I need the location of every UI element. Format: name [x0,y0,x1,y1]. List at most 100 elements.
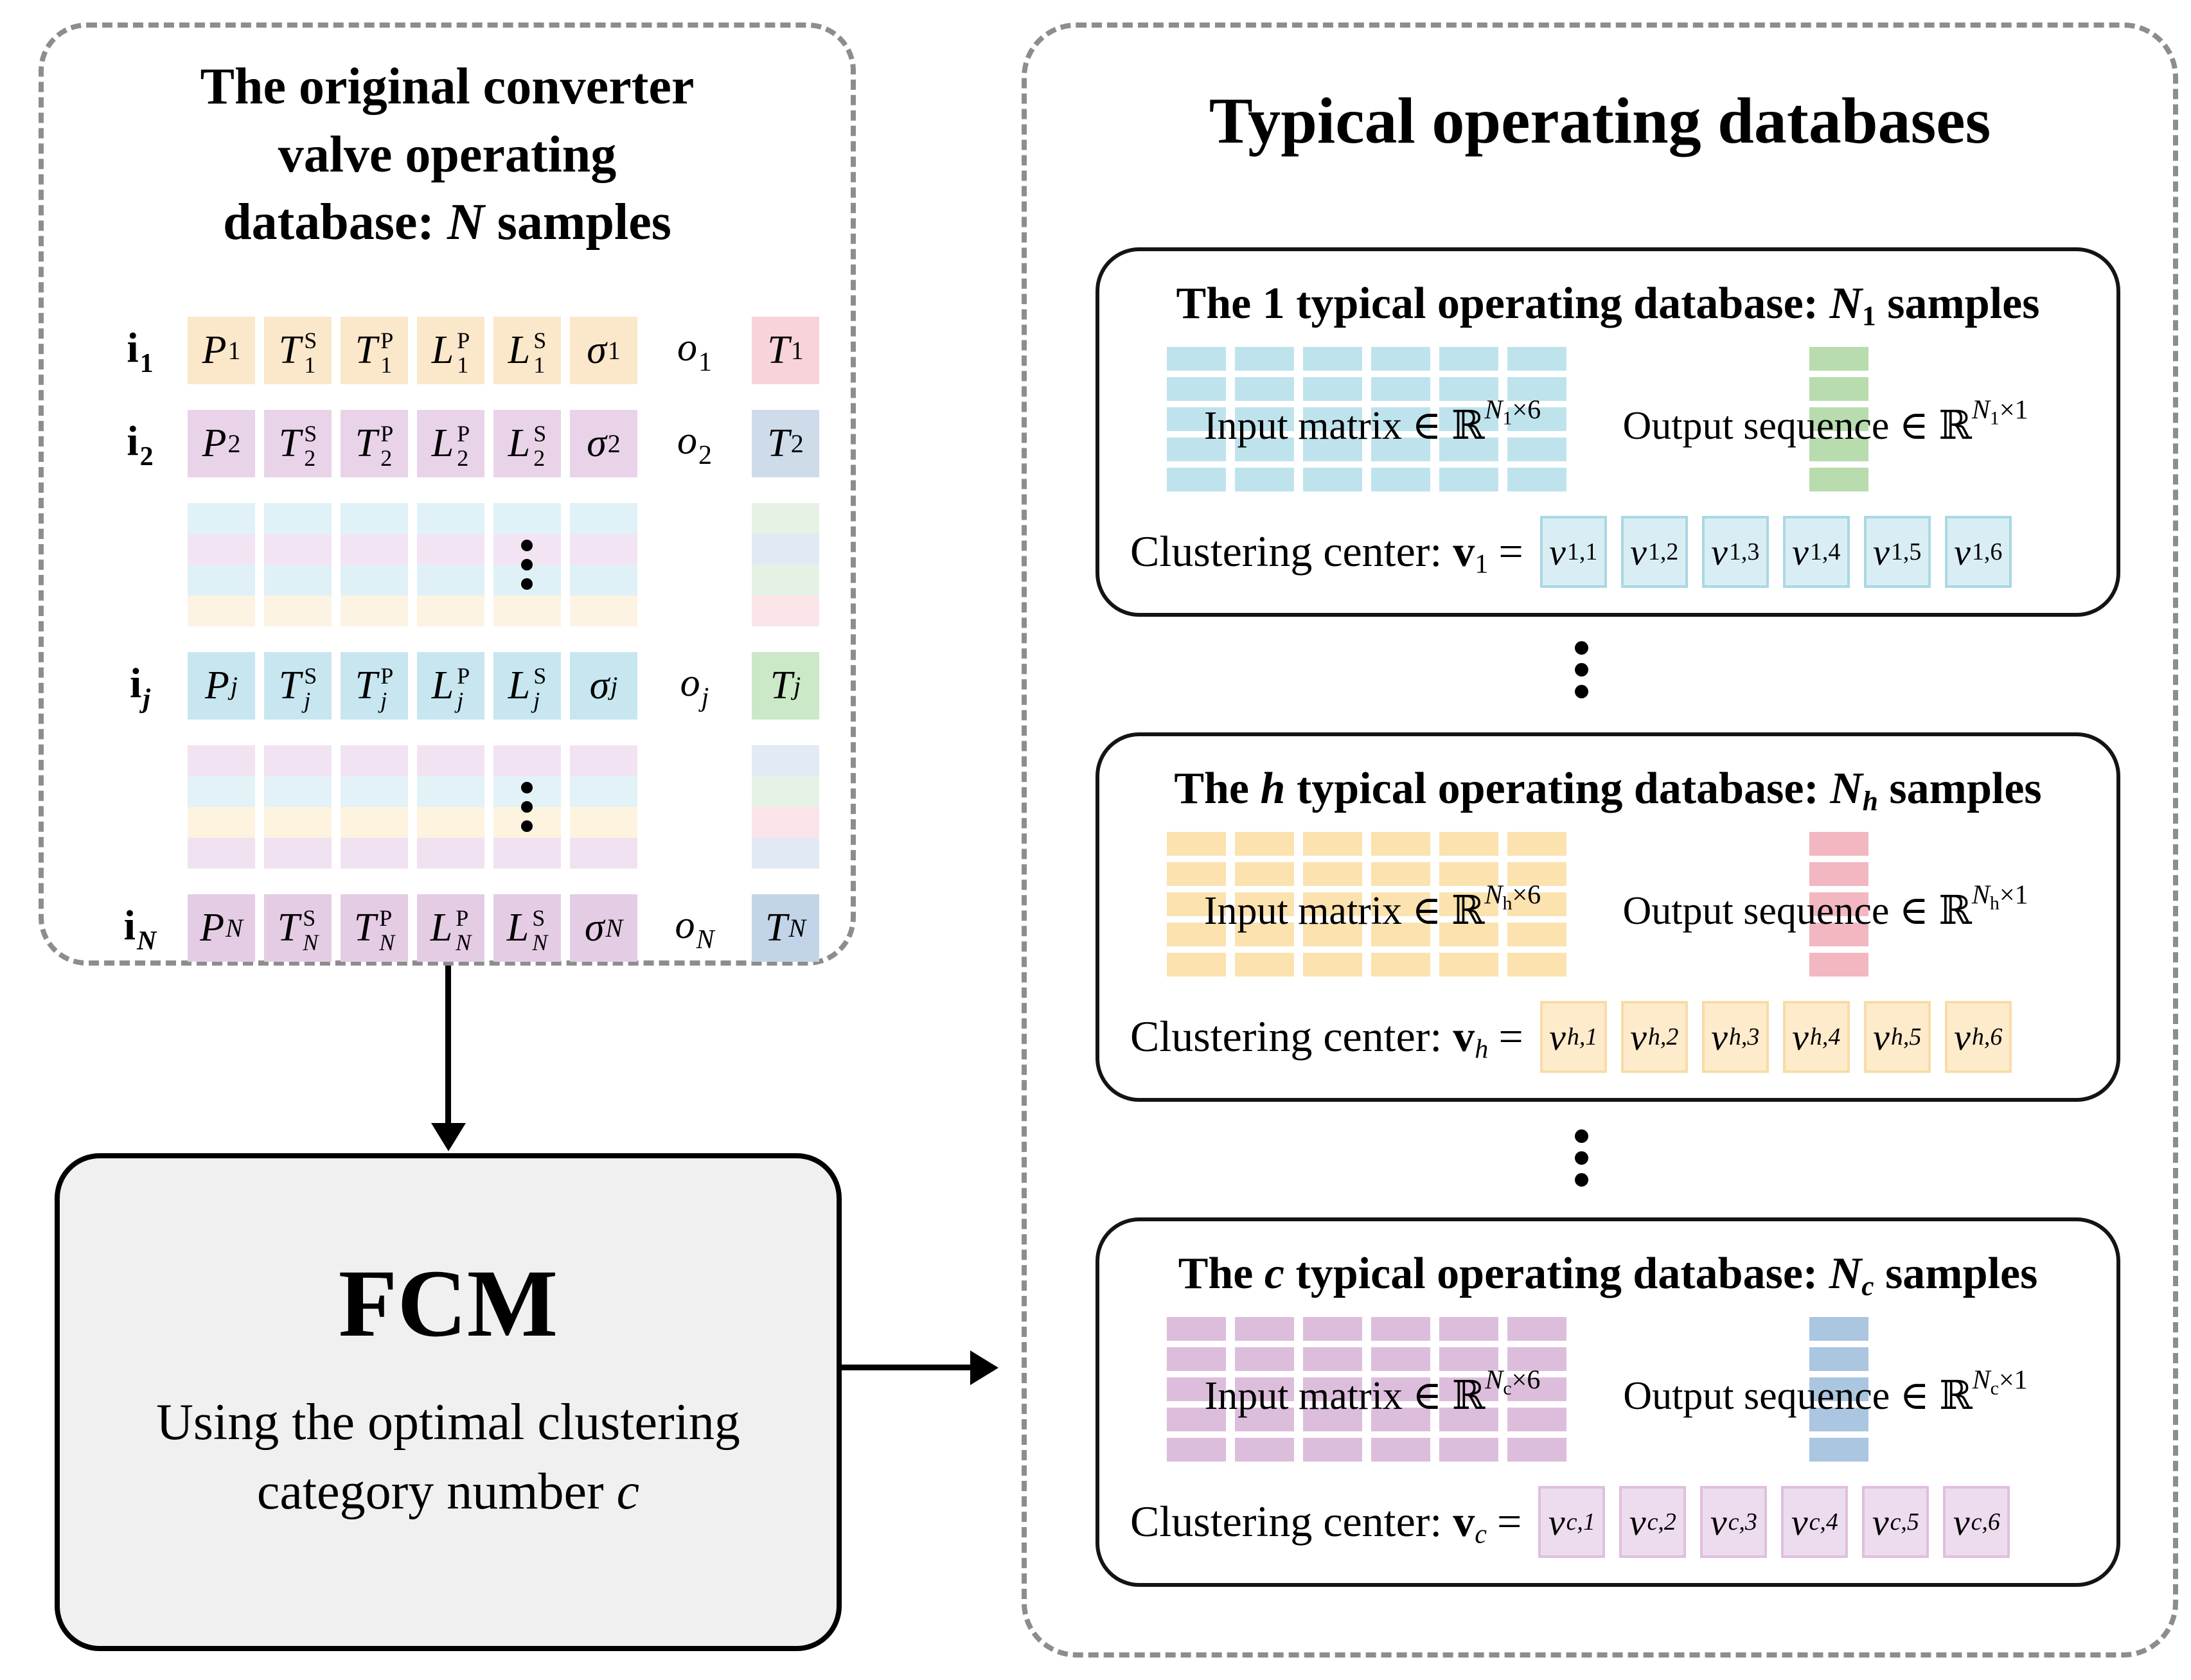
matrix-cell [1167,953,1226,977]
matrix-cell [1167,862,1226,887]
sequence-cell [1809,1377,1868,1402]
matrix-cell [1507,923,1566,947]
matrix-cell [1235,407,1294,432]
sequence-cell [1809,892,1868,917]
strip-cell [417,838,484,869]
matrix-cell [1167,347,1226,371]
matrix-cell [1439,862,1498,887]
matrix-cell [1371,468,1430,492]
input-matrix-grid [1167,347,1566,492]
arrow-down-shaft [445,966,451,1123]
strip-output-cell [752,838,819,869]
sequence-cell [1809,438,1868,462]
dot [1574,1151,1588,1165]
strip-output-cell [752,776,819,807]
fcm-title: FCM [338,1250,558,1357]
output-label: o1 [677,325,712,378]
matrix-cell [1439,1347,1498,1372]
input-matrix-grid [1167,1317,1566,1462]
matrix-cell [1439,892,1498,917]
strip-cell [417,596,484,626]
sequence-cell [1809,407,1868,432]
matrix-area: Input matrix ∈ ℝN1×6 Output sequence ∈ ℝ… [1099,347,2116,498]
strip-cell [341,565,408,596]
strip-cell [417,745,484,776]
matrix-cell [1439,438,1498,462]
sequence-cell [1809,862,1868,887]
input-matrix-label: Input matrix ∈ ℝNc×6 [1204,1365,1541,1418]
arrow-down-head [431,1123,466,1151]
title-line: valve operating [278,126,617,183]
strip-cell [417,807,484,838]
input-matrix-grid [1167,832,1566,977]
matrix-cell [1235,923,1294,947]
matrix-cell [1507,1438,1566,1462]
strip-output-cell [752,745,819,776]
strip-cell [570,776,637,807]
sequence-cell [1809,468,1868,492]
matrix-cell [1371,1347,1430,1372]
strip-cell [570,534,637,565]
strip-cell [417,503,484,534]
matrix-cell [1167,1377,1226,1402]
matrix-cell [1303,1317,1362,1341]
typical-database-box-h: The h typical operating database: Nh sam… [1096,732,2120,1102]
strip-cell [264,776,332,807]
clustering-center-label: Clustering center: v1= [1130,526,1523,579]
matrix-cell [1439,1377,1498,1402]
matrix-cell [1371,923,1430,947]
strip-cell [188,565,255,596]
box-heading: The h typical operating database: Nh sam… [1174,764,2042,817]
matrix-cell [1507,1317,1566,1341]
original-database-panel: The original converter valve operating d… [39,22,856,966]
matrix-cell [1507,1377,1566,1402]
sequence-cell [1809,923,1868,947]
matrix-cell [1507,832,1566,856]
matrix-cell [1235,438,1294,462]
strip-output-cell [752,565,819,596]
strip-cell [341,776,408,807]
strip-cell [570,838,637,869]
strip-cell [188,807,255,838]
matrix-cell [1303,1438,1362,1462]
matrix-cell [1235,347,1294,371]
sequence-cell [1809,1438,1868,1462]
matrix-cell [1507,468,1566,492]
strip-row [102,838,821,869]
clustering-center-label: Clustering center: vc= [1130,1496,1522,1550]
matrix-cell [1371,438,1430,462]
matrix-cell [1371,407,1430,432]
strip-cell [188,503,255,534]
vertical-ellipsis-icon [521,774,533,840]
matrix-cell [1439,1408,1498,1432]
strip-cell [341,807,408,838]
matrix-cell [1167,832,1226,856]
strip-cell [188,745,255,776]
matrix-cell [1167,1408,1226,1432]
matrix-cell [1167,468,1226,492]
matrix-cell [1235,1347,1294,1372]
output-sequence-label: Output sequence ∈ ℝN1×1 [1622,395,2028,448]
matrix-cell [1371,347,1430,371]
matrix-cell [1371,1377,1430,1402]
row-label: i1 [127,324,154,379]
matrix-cell [1371,377,1430,402]
matrix-cell [1439,407,1498,432]
output-sequence-label: Output sequence ∈ ℝNh×1 [1622,880,2028,933]
